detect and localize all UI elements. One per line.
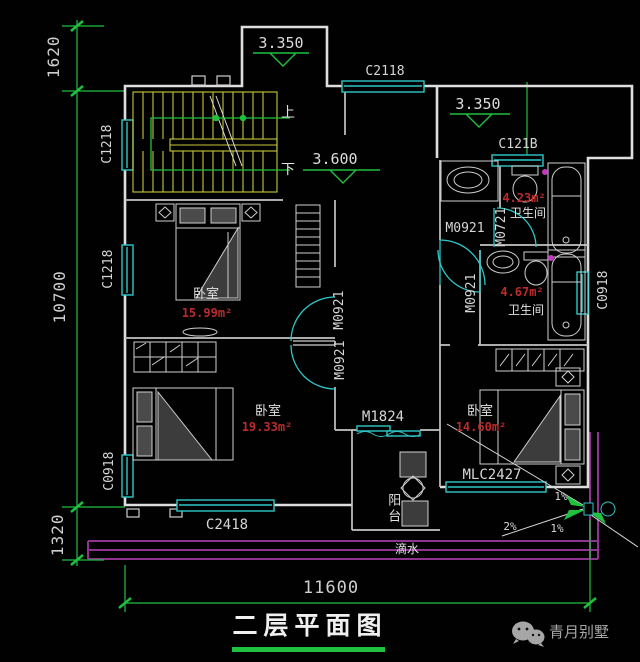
window-label-c1218-top-left: C1218 [99, 124, 115, 164]
room-label-bath1: 卫生间 [509, 206, 546, 220]
sink-bath2 [486, 250, 520, 274]
level-markers [253, 52, 510, 184]
room-label-bedroom1: 卧室 [192, 287, 219, 302]
door-bedroom2 [290, 344, 336, 390]
dim-left-top: 1620 [44, 35, 64, 79]
slope-label-w: 2% [503, 520, 517, 533]
area-label-bedroom1: 15.99m² [181, 306, 233, 320]
dresser-bedroom2 [133, 341, 217, 373]
level-right-terrace: 3.350 [455, 95, 501, 113]
bed-bedroom1 [155, 203, 261, 337]
area-label-bath2: 4.67m² [500, 285, 544, 299]
window-label-mlc2427: MLC2427 [462, 467, 522, 483]
title-underline [232, 647, 385, 652]
window-c1218-left-mid [121, 244, 134, 296]
stair-up-label: 上 [281, 105, 295, 121]
area-label-bedroom3: 14.60m² [455, 420, 507, 434]
drip-label: 滴水 [394, 542, 419, 556]
wardrobe-bedroom3 [495, 348, 585, 372]
door-bedroom1 [290, 296, 336, 342]
window-c2418 [176, 499, 275, 512]
toilet-bath2 [523, 251, 549, 286]
accessory-dot-bath1 [542, 169, 548, 175]
stair-direction-arrow [150, 114, 290, 171]
window-label-c2418: C2418 [205, 517, 249, 533]
dim-bottom-total: 11600 [302, 578, 360, 598]
door-m1824-sliding [356, 425, 422, 437]
room-label-bedroom3: 卧室 [466, 404, 493, 419]
window-label-c1218-left-mid: C1218 [100, 249, 116, 289]
door-label-m0921-bedroom2: M0921 [332, 340, 348, 380]
door-label-m1824: M1824 [361, 409, 405, 425]
room-label-balcony: 阳台 [385, 493, 401, 525]
window-label-c2118: C2118 [365, 64, 405, 79]
exterior-walls [123, 25, 634, 507]
window-c0918-left-bottom [121, 454, 134, 498]
level-top-terrace: 3.350 [258, 34, 304, 52]
window-c1218-top-left [121, 119, 134, 171]
door-bath1 [493, 207, 537, 248]
bed-bedroom2 [132, 387, 234, 461]
interior-walls [125, 88, 588, 531]
slope-label-ne: 1% [554, 490, 568, 503]
roof-drip-lines [87, 432, 599, 560]
area-label-bath1: 4.23m² [502, 191, 546, 205]
bed-bedroom3 [479, 367, 585, 485]
window-label-c0918-right: C0918 [595, 270, 611, 310]
bathtub-bath1 [547, 162, 586, 258]
room-label-bedroom2: 卧室 [254, 404, 281, 419]
dim-left-middle: 10700 [50, 270, 70, 324]
door-label-m0921-vestibule: M0921 [445, 221, 485, 236]
bathtub-bath2 [547, 249, 586, 341]
balcony-furniture [399, 451, 429, 527]
window-label-c121b: C121B [498, 137, 538, 152]
windows [121, 80, 589, 512]
wechat-icon [512, 621, 545, 647]
room-label-bath2: 卫生间 [507, 303, 544, 317]
toilet-bath1 [511, 165, 539, 203]
level-hall: 3.600 [312, 150, 358, 168]
vanity-sink-hall [440, 160, 499, 202]
stair-down-label: 下 [281, 162, 295, 178]
doors [290, 207, 537, 390]
roof-slope-arrows [446, 423, 639, 548]
window-mlc2427 [445, 481, 547, 493]
slope-label-se: 1% [550, 522, 564, 535]
dim-left-bottom: 1320 [48, 513, 68, 557]
accessory-dot-bath2 [548, 255, 554, 261]
page-title: 二层平面图 [232, 611, 388, 640]
roof-drain [583, 501, 616, 517]
window-c2118 [341, 80, 425, 93]
window-c121b [491, 154, 544, 167]
area-label-bedroom2: 19.33m² [241, 420, 293, 434]
wall-stubs [126, 75, 231, 518]
door-label-m0921-bath2: M0921 [463, 273, 479, 313]
wardrobe-bedroom1 [295, 204, 321, 288]
window-label-c0918-left-bottom: C0918 [101, 451, 117, 491]
door-bath2 [437, 249, 481, 293]
window-c0918-right [576, 271, 589, 315]
watermark-brand: 青月别墅 [549, 623, 610, 641]
stair [132, 91, 290, 193]
dimension-lines [62, 20, 597, 612]
